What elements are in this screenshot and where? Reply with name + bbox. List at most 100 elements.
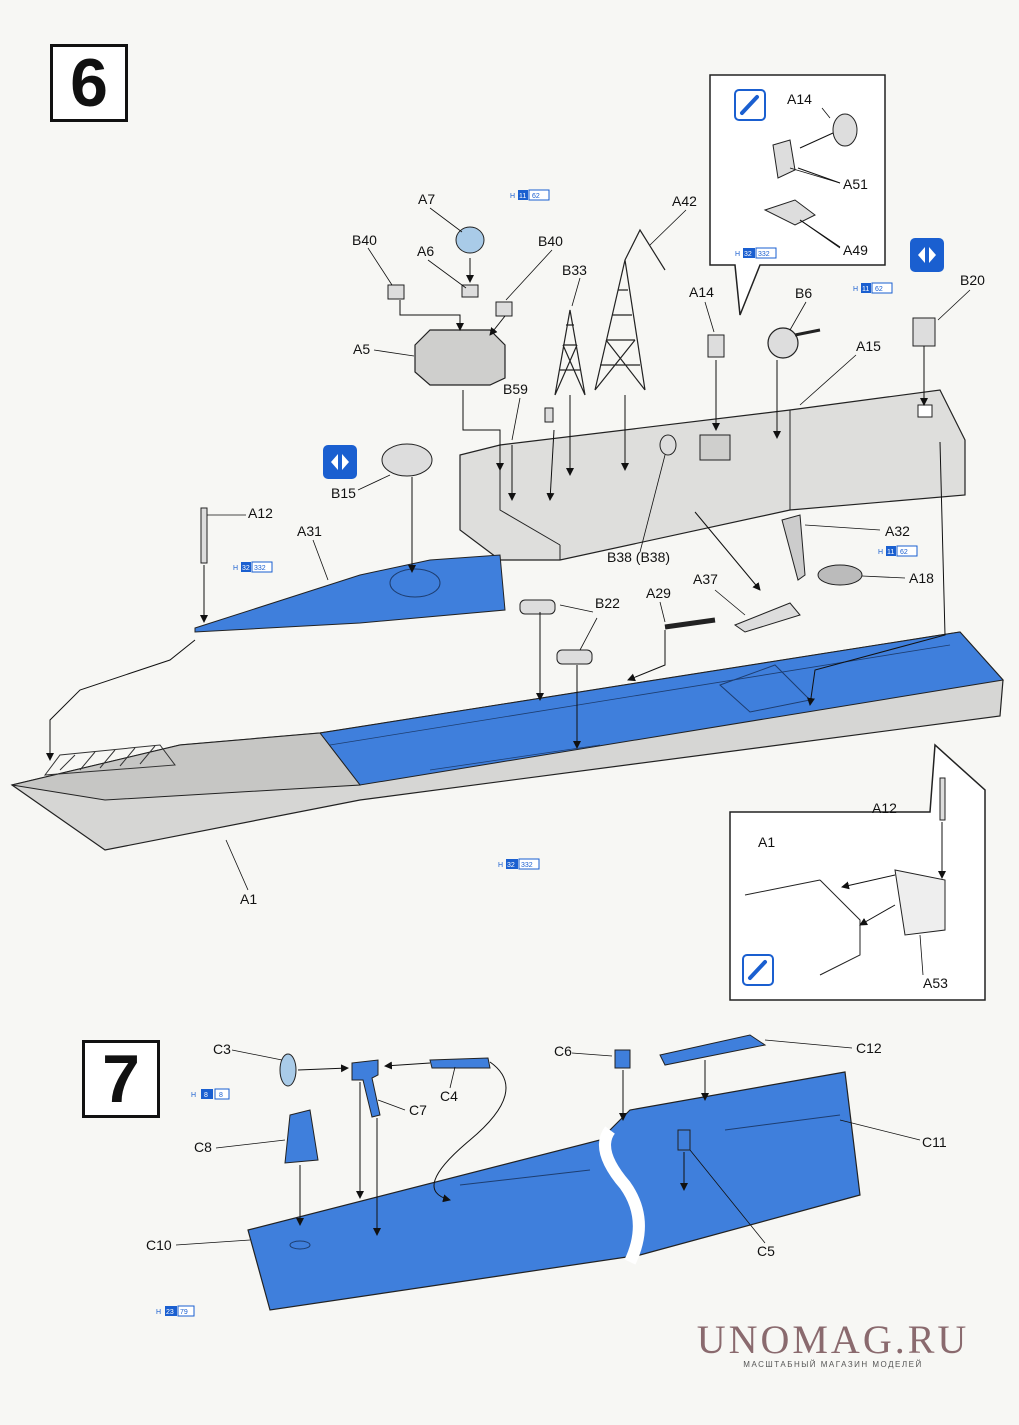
svg-text:332: 332 [521, 862, 533, 869]
part-c6 [614, 1049, 631, 1069]
svg-text:B6: B6 [795, 285, 812, 301]
part-b40-left [387, 284, 405, 300]
svg-text:62: 62 [532, 193, 540, 200]
svg-text:H: H [853, 286, 858, 293]
svg-text:23: 23 [166, 1309, 174, 1316]
hull-part-a1 [10, 631, 1004, 851]
part-c5 [677, 1129, 691, 1151]
color-code-a31: H 32 332 [233, 561, 273, 573]
svg-text:A15: A15 [856, 338, 881, 354]
svg-text:A7: A7 [418, 191, 435, 207]
inset-a12-detail [729, 743, 986, 1001]
svg-text:11: 11 [519, 193, 526, 200]
svg-text:A53: A53 [923, 975, 948, 991]
svg-text:11: 11 [862, 286, 869, 293]
part-c12 [659, 1034, 767, 1066]
svg-text:A37: A37 [693, 571, 718, 587]
gun-part-b6 [767, 327, 821, 359]
svg-text:C6: C6 [554, 1043, 572, 1059]
watermark-subtitle: МАСШТАБНЫЙ МАГАЗИН МОДЕЛЕЙ [743, 1360, 923, 1369]
svg-text:A51: A51 [843, 176, 868, 192]
rotate-both-sides-icon [910, 238, 944, 272]
svg-text:B15: B15 [331, 485, 356, 501]
svg-text:H: H [878, 549, 883, 556]
svg-text:11: 11 [887, 549, 894, 556]
deck-part-a31 [194, 554, 506, 633]
svg-text:C7: C7 [409, 1102, 427, 1118]
svg-text:32: 32 [507, 862, 515, 869]
part-c4 [429, 1057, 491, 1069]
svg-text:H: H [510, 193, 515, 200]
svg-text:A12: A12 [248, 505, 273, 521]
director-part-a14 [707, 334, 725, 358]
svg-text:8: 8 [219, 1092, 223, 1099]
rotate-both-sides-icon [323, 445, 357, 479]
svg-text:C10: C10 [146, 1237, 172, 1253]
svg-text:C3: C3 [213, 1041, 231, 1057]
step-6-number: 6 [50, 44, 128, 122]
svg-text:A49: A49 [843, 242, 868, 258]
svg-text:A5: A5 [353, 341, 370, 357]
bridge-part-a5 [414, 329, 506, 386]
svg-text:332: 332 [254, 565, 266, 572]
svg-text:A1: A1 [758, 834, 775, 850]
svg-text:B38 (B38): B38 (B38) [607, 549, 670, 565]
radome-part-a7 [455, 226, 485, 254]
part-c8 [284, 1109, 319, 1164]
svg-text:A6: A6 [417, 243, 434, 259]
svg-text:62: 62 [875, 286, 883, 293]
svg-text:332: 332 [758, 251, 770, 258]
svg-text:B40: B40 [538, 233, 563, 249]
part-a18 [817, 564, 863, 586]
svg-text:C8: C8 [194, 1139, 212, 1155]
hull-part-c10 [247, 1071, 861, 1311]
svg-text:79: 79 [180, 1309, 188, 1316]
paint-brush-icon [742, 954, 774, 986]
site-watermark: UNOMAG.RU МАСШТАБНЫЙ МАГАЗИН МОДЕЛЕЙ [688, 1318, 978, 1370]
svg-text:C4: C4 [440, 1088, 458, 1104]
mast-part-b33 [554, 309, 586, 396]
svg-text:A12: A12 [872, 800, 897, 816]
color-code-c3: H 8 8 [191, 1088, 230, 1100]
svg-text:A18: A18 [909, 570, 934, 586]
color-code-a7: H 11 62 [510, 189, 550, 201]
part-b15 [381, 443, 433, 477]
part-b20 [912, 317, 936, 347]
part-b40-right [495, 301, 513, 317]
paint-brush-icon [734, 89, 766, 121]
svg-text:8: 8 [204, 1092, 208, 1099]
svg-text:A29: A29 [646, 585, 671, 601]
svg-text:62: 62 [900, 549, 908, 556]
color-code-a49: H 32 332 [735, 247, 777, 259]
step-7-number: 7 [82, 1040, 160, 1118]
part-b22-upper [519, 599, 556, 615]
part-b38 [659, 434, 677, 456]
svg-text:32: 32 [242, 565, 250, 572]
color-code-c10: H 23 79 [156, 1305, 195, 1317]
mast-part-a42 [594, 228, 666, 391]
svg-text:H: H [735, 251, 740, 258]
svg-text:B22: B22 [595, 595, 620, 611]
svg-text:32: 32 [744, 251, 752, 258]
svg-text:A32: A32 [885, 523, 910, 539]
svg-text:A14: A14 [787, 91, 812, 107]
part-b22-lower [556, 649, 593, 665]
svg-text:C11: C11 [922, 1134, 947, 1150]
part-c3 [279, 1053, 297, 1087]
svg-text:C5: C5 [757, 1243, 775, 1259]
pole-part-a12 [200, 507, 208, 564]
svg-text:H: H [233, 565, 238, 572]
svg-text:H: H [156, 1309, 161, 1316]
svg-text:H: H [191, 1092, 196, 1099]
svg-text:A14: A14 [689, 284, 714, 300]
svg-text:B59: B59 [503, 381, 528, 397]
svg-text:B20: B20 [960, 272, 985, 288]
svg-text:A31: A31 [297, 523, 322, 539]
svg-text:B40: B40 [352, 232, 377, 248]
part-c7 [351, 1059, 381, 1118]
color-code-a18: H 11 62 [878, 545, 918, 557]
part-a32 [781, 514, 806, 581]
svg-text:C12: C12 [856, 1040, 882, 1056]
